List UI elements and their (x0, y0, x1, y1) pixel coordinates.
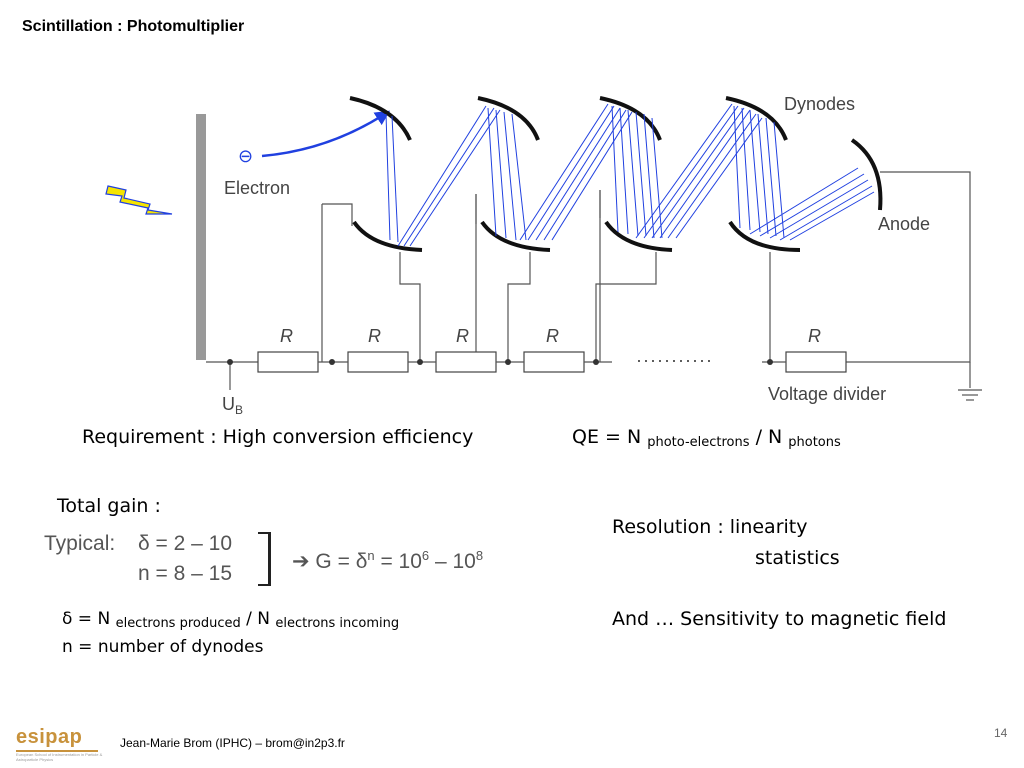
magnetic-field-text: And … Sensitivity to magnetic field (612, 608, 947, 630)
delta-definition: δ = N electrons produced / N electrons i… (62, 609, 400, 631)
dynode-6 (604, 220, 673, 252)
wiring (206, 171, 971, 390)
gain-expression: ➔ G = δn = 106 – 108 (292, 548, 484, 573)
resistor-label: R (546, 326, 559, 346)
dynode-8 (728, 220, 801, 252)
total-gain-heading: Total gain : (57, 495, 161, 517)
label-electron: Electron (224, 178, 290, 198)
requirement-text: Requirement : High conversion efficiency (82, 426, 474, 448)
resistor-3 (435, 351, 497, 373)
dynode-4 (480, 220, 551, 252)
label-ub: UB (222, 394, 243, 417)
n-definition: n = number of dynodes (62, 637, 264, 657)
resistor-4 (523, 351, 585, 373)
label-voltage-divider: Voltage divider (768, 384, 886, 404)
photocathode (196, 114, 206, 360)
electron-trajectory (261, 110, 391, 158)
dynodes (349, 96, 801, 252)
photon-lightning-icon (105, 185, 173, 215)
typical-n-range: n = 8 – 15 (138, 562, 232, 585)
resistor-label: R (456, 326, 469, 346)
typical-label: Typical: (44, 532, 116, 555)
electron-symbol: ⊖ (238, 146, 253, 166)
footer-author: Jean-Marie Brom (IPHC) – brom@in2p3.fr (120, 736, 345, 750)
electron-cascade (385, 103, 875, 247)
junction-dots (227, 359, 773, 365)
page-number: 14 (994, 726, 1008, 740)
label-anode: Anode (878, 214, 930, 234)
resistor-label: R (808, 326, 821, 346)
typical-delta-range: δ = 2 – 10 (138, 532, 233, 555)
resistor-label: R (280, 326, 293, 346)
resistor-2 (347, 351, 409, 373)
dynode-7 (725, 96, 788, 141)
dynode-1 (349, 96, 412, 141)
resistor-label: R (368, 326, 381, 346)
typical-bracket (258, 532, 271, 586)
dynode-5 (599, 96, 662, 141)
photomultiplier-diagram: ⊖ Electron (105, 94, 982, 417)
resistor-1 (257, 351, 319, 373)
label-dynodes: Dynodes (784, 94, 855, 114)
dynode-2 (352, 220, 423, 252)
ground-icon (958, 389, 982, 401)
qe-formula: QE = N photo-electrons / N photons (572, 426, 841, 450)
resolution-text: Resolution : linearity (612, 516, 808, 538)
dynode-3 (477, 96, 540, 141)
statistics-text: statistics (755, 547, 840, 569)
anode (850, 138, 883, 211)
resistor-5 (785, 351, 847, 373)
slide-title: Scintillation : Photomultiplier (22, 18, 245, 35)
divider-dots: ··········· (636, 350, 713, 370)
esipap-logo: esipap European School of Instrumentatio… (16, 726, 103, 762)
